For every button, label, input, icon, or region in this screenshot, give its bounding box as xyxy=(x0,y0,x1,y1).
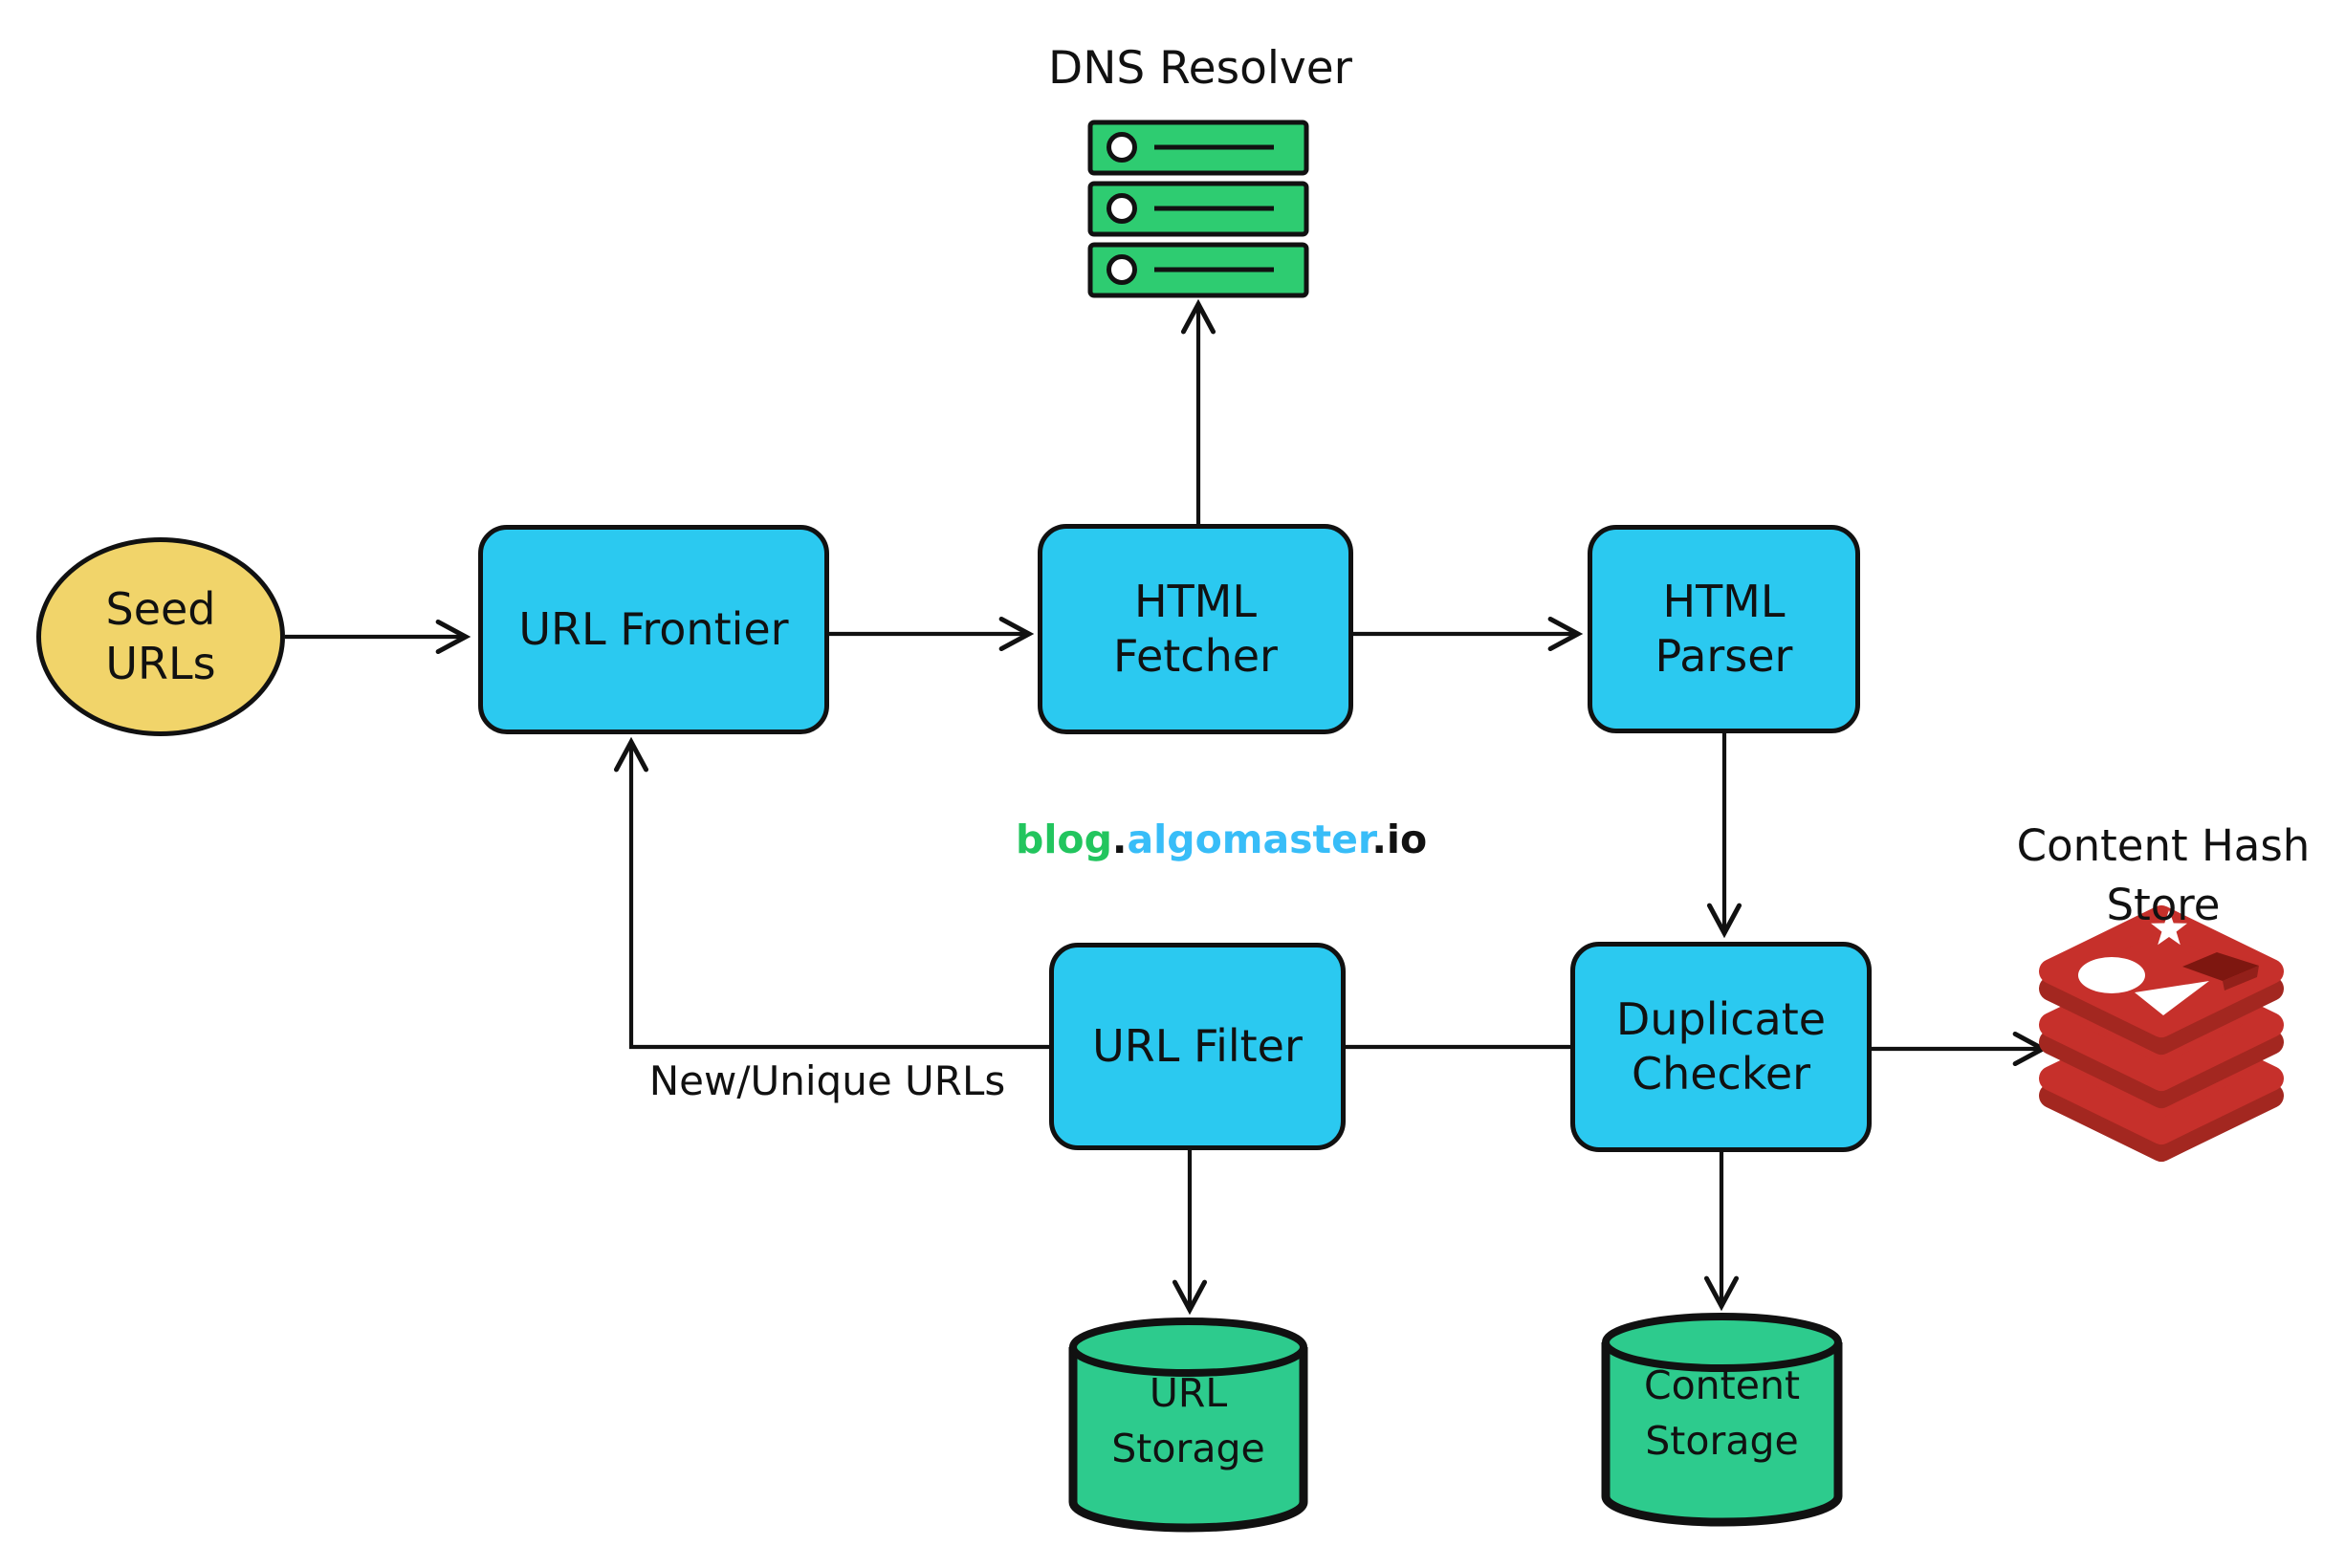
node-html-parser: HTML Parser xyxy=(1588,525,1860,733)
content-storage-label: Content Storage xyxy=(1606,1358,1838,1469)
node-label-line: Checker xyxy=(1631,1048,1811,1100)
watermark-dot: . xyxy=(1371,817,1387,862)
node-label-line: Storage xyxy=(1111,1426,1265,1471)
node-duplicate-checker: Duplicate Checker xyxy=(1570,942,1872,1152)
edges xyxy=(285,298,2049,1316)
watermark-dot: . xyxy=(1111,817,1128,862)
node-url-filter: URL Filter xyxy=(1049,943,1346,1150)
node-label-line: URL xyxy=(1149,1370,1228,1416)
node-label-line: HTML xyxy=(1662,576,1786,627)
node-label-line: Storage xyxy=(1645,1418,1799,1464)
redis-ellipse-shape xyxy=(2078,957,2145,993)
node-label-line: Content xyxy=(1643,1362,1801,1408)
node-url-frontier: URL Frontier xyxy=(478,525,829,734)
node-label-line: Parser xyxy=(1655,630,1793,682)
redis-cube-hole xyxy=(2182,952,2259,981)
node-label-line: Fetcher xyxy=(1113,630,1278,682)
watermark-blog: blog xyxy=(1016,817,1112,862)
dns-resolver-label: DNS Resolver xyxy=(1048,42,1352,95)
node-html-fetcher: HTML Fetcher xyxy=(1038,524,1353,734)
node-label: URL Filter xyxy=(1092,1020,1303,1072)
node-label: URL Frontier xyxy=(518,603,789,655)
server-stack-icon xyxy=(1087,120,1309,298)
watermark-brand: algomaster xyxy=(1127,817,1372,862)
redis-database-icon xyxy=(2039,905,2284,1162)
node-seed-urls: Seed URLs xyxy=(36,537,285,736)
url-storage-label: URL Storage xyxy=(1073,1365,1304,1476)
node-label-line: Store xyxy=(2106,880,2221,930)
node-label-line: URLs xyxy=(105,638,216,689)
server-bar xyxy=(1087,181,1309,237)
database-cylinder-icon xyxy=(1068,1318,1308,1533)
node-label-line: HTML xyxy=(1133,576,1257,627)
content-hash-store-label: Content Hash Store xyxy=(1991,817,2335,935)
server-bar xyxy=(1087,242,1309,298)
new-unique-urls-label: New/Unique URLs xyxy=(648,1057,1006,1104)
database-cylinder-icon xyxy=(1601,1313,1843,1527)
node-label-line: Seed xyxy=(105,583,216,635)
redis-triangle-shape xyxy=(2135,981,2209,1015)
node-label-line: Duplicate xyxy=(1615,993,1827,1045)
redis-star-shape xyxy=(2151,910,2187,946)
watermark-tld: io xyxy=(1386,817,1428,862)
watermark-blog-algomaster-io: blog.algomaster.io xyxy=(1016,817,1427,862)
edge-url-filter-to-frontier-new-unique-urls xyxy=(613,736,1049,1050)
node-label-line: Content Hash xyxy=(2016,820,2311,871)
redis-cube-facet xyxy=(2223,966,2259,991)
server-bar xyxy=(1087,120,1309,176)
